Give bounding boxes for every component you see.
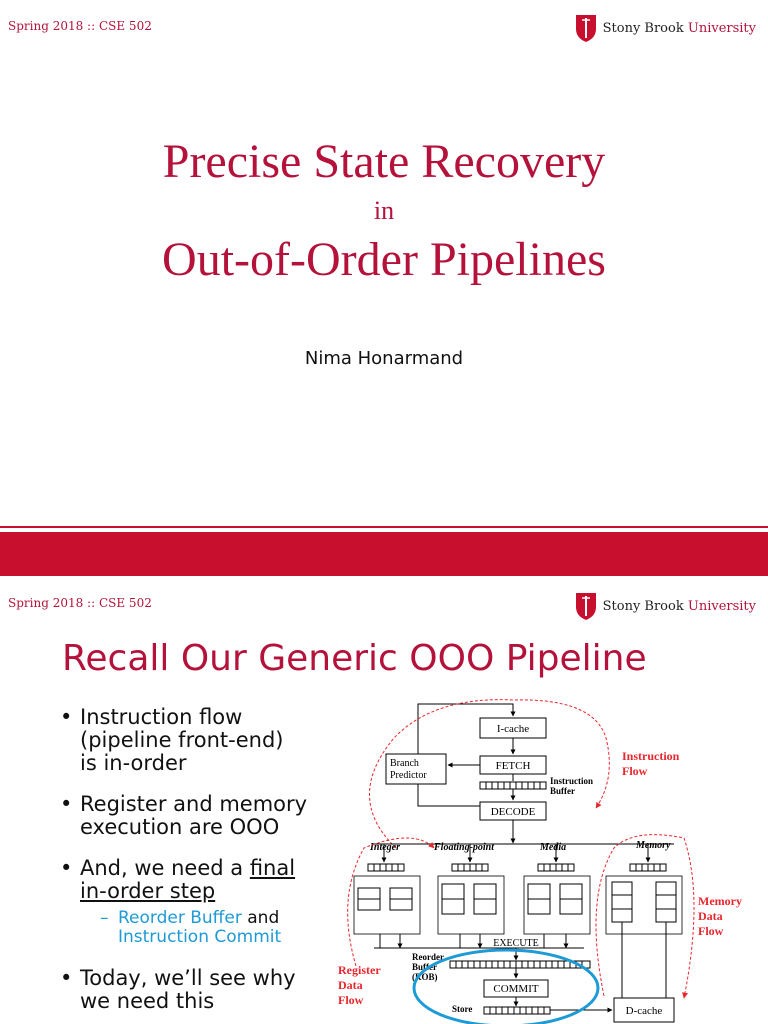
- svg-text:Instruction: Instruction: [622, 749, 680, 763]
- slide-divider: [0, 576, 768, 588]
- fetch-label: FETCH: [496, 760, 531, 772]
- execute-label: EXECUTE: [493, 938, 539, 949]
- university-logo: Stony Brook University: [575, 13, 756, 43]
- svg-text:Branch: Branch: [390, 758, 419, 769]
- bullet-today: Today, we’ll see why we need this: [58, 967, 348, 1013]
- dcache-box: [613, 997, 675, 1023]
- bullet-final-step: And, we need a final in-order step: [58, 857, 348, 903]
- university-name: Stony Brook: [602, 598, 684, 614]
- svg-text:Instruction: Instruction: [550, 776, 593, 786]
- svg-text:Memory: Memory: [635, 840, 671, 851]
- svg-text:Data: Data: [338, 978, 363, 992]
- svg-text:Flow: Flow: [698, 924, 724, 938]
- svg-text:Floating-point: Floating-point: [433, 842, 495, 853]
- svg-text:Register: Register: [338, 963, 381, 977]
- svg-text:Integer: Integer: [369, 842, 400, 853]
- commit-label: COMMIT: [493, 983, 539, 995]
- pipeline-diagram: I-cache FETCH Branch Predictor Instructi…: [338, 699, 742, 1024]
- shield-icon: [575, 15, 596, 42]
- reorder-buffer: [449, 960, 591, 969]
- sub-bullet-rob: – Reorder Buffer and Instruction Commit: [58, 909, 348, 947]
- slide-title-line-2: Out-of-Order Pipelines: [162, 233, 606, 286]
- fp-cluster: [441, 844, 497, 948]
- svg-text:Media: Media: [539, 842, 566, 853]
- decode-label: DECODE: [491, 806, 536, 818]
- svg-text:Buffer: Buffer: [550, 786, 575, 796]
- store-buffer: [483, 1006, 551, 1015]
- slide-title-line-1: Precise State Recovery: [162, 135, 606, 188]
- svg-text:Memory: Memory: [698, 894, 742, 908]
- link-reorder-buffer[interactable]: Reorder Buffer: [118, 908, 242, 928]
- svg-text:(ROB): (ROB): [412, 972, 438, 982]
- dcache-label: D-cache: [626, 1005, 663, 1017]
- course-label: Spring 2018 :: CSE 502: [8, 596, 152, 610]
- course-label: Spring 2018 :: CSE 502: [8, 19, 152, 33]
- bullet-register-memory: Register and memory execution are OOO: [58, 793, 348, 839]
- svg-text:Buffer: Buffer: [412, 962, 437, 972]
- instruction-buffer: [479, 781, 547, 790]
- university-word: University: [687, 20, 756, 36]
- shield-icon: [575, 593, 596, 620]
- content-slide: Spring 2018 :: CSE 502 Stony Brook Unive…: [0, 588, 768, 1024]
- integer-cluster: [357, 844, 413, 948]
- slide-title: Recall Our Generic OOO Pipeline: [62, 638, 647, 679]
- svg-text:Flow: Flow: [338, 993, 364, 1007]
- svg-text:Data: Data: [698, 909, 723, 923]
- svg-text:Reorder: Reorder: [412, 952, 444, 962]
- icache-label: I-cache: [497, 723, 529, 735]
- footer-band: [0, 532, 768, 576]
- link-instruction-commit[interactable]: Instruction Commit: [118, 927, 282, 947]
- author-name: Nima Honarmand: [304, 348, 464, 369]
- rob-highlight: [412, 948, 600, 1024]
- svg-text:Store: Store: [452, 1004, 472, 1014]
- footer-line: [0, 526, 768, 528]
- slide-title-in: in: [373, 196, 395, 225]
- university-logo: Stony Brook University: [575, 591, 756, 621]
- title-slide: Spring 2018 :: CSE 502 Stony Brook Unive…: [0, 13, 768, 576]
- svg-text:Flow: Flow: [622, 764, 648, 778]
- bullet-instruction-flow: Instruction flow (pipeline front-end) is…: [58, 706, 348, 775]
- memory-cluster: [611, 844, 677, 998]
- university-word: University: [687, 598, 756, 614]
- university-name: Stony Brook: [602, 20, 684, 36]
- branch-predictor-box: [385, 753, 447, 785]
- svg-text:Predictor: Predictor: [390, 770, 427, 781]
- media-cluster: [527, 844, 583, 948]
- bullet-list: Instruction flow (pipeline front-end) is…: [58, 706, 348, 1024]
